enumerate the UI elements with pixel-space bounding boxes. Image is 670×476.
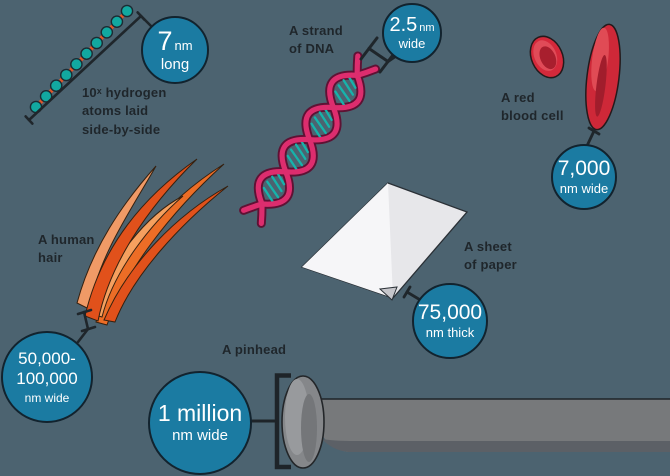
- pinhead-size-dimension: nm wide: [172, 427, 228, 445]
- paper-size-badge: 75,000 nm thick: [412, 283, 488, 359]
- blood-cell-label: A red blood cell: [501, 90, 564, 124]
- pinhead-label: A pinhead: [222, 342, 287, 357]
- hydrogen-label: 10ˣ hydrogen atoms laid side-by-side: [82, 85, 167, 137]
- hair-measure-bracket: [76, 308, 97, 344]
- hydrogen-size-value: 7: [157, 25, 173, 56]
- paper-size-value: 75,000: [417, 300, 483, 324]
- pinhead-illustration: [250, 373, 670, 470]
- dna-size-value: 2.5: [389, 14, 418, 37]
- hair-size-badge: 50,000- 100,000 nm wide: [1, 331, 93, 423]
- hair-label: A human hair: [38, 232, 95, 266]
- dna-size-dimension: wide: [398, 36, 426, 52]
- hair-size-value: 50,000- 100,000: [16, 348, 78, 389]
- pinhead-measure-bracket: [250, 373, 291, 470]
- dna-size-unit: nm: [419, 22, 435, 35]
- pinhead-size-value: 1 million: [157, 399, 243, 426]
- paper-label: A sheet of paper: [464, 239, 517, 273]
- blood-cell-size-badge: 7,000 nm wide: [551, 144, 617, 210]
- blood-cell-size-value: 7,000: [557, 156, 611, 180]
- hydrogen-size-dimension: long: [160, 56, 190, 74]
- hydrogen-atoms-illustration: [24, 4, 154, 125]
- pinhead-size-badge: 1 million nm wide: [148, 371, 252, 475]
- hydrogen-size-unit: nm: [174, 37, 193, 53]
- dna-illustration: [239, 36, 398, 228]
- paper-illustration: [300, 182, 469, 303]
- hair-size-dimension: nm wide: [24, 391, 70, 406]
- human-hair-illustration: [76, 158, 229, 344]
- dna-label: A strand of DNA: [289, 23, 343, 57]
- red-blood-cells-illustration: [529, 23, 621, 150]
- paper-size-dimension: nm thick: [425, 325, 475, 341]
- blood-cell-size-dimension: nm wide: [559, 181, 609, 197]
